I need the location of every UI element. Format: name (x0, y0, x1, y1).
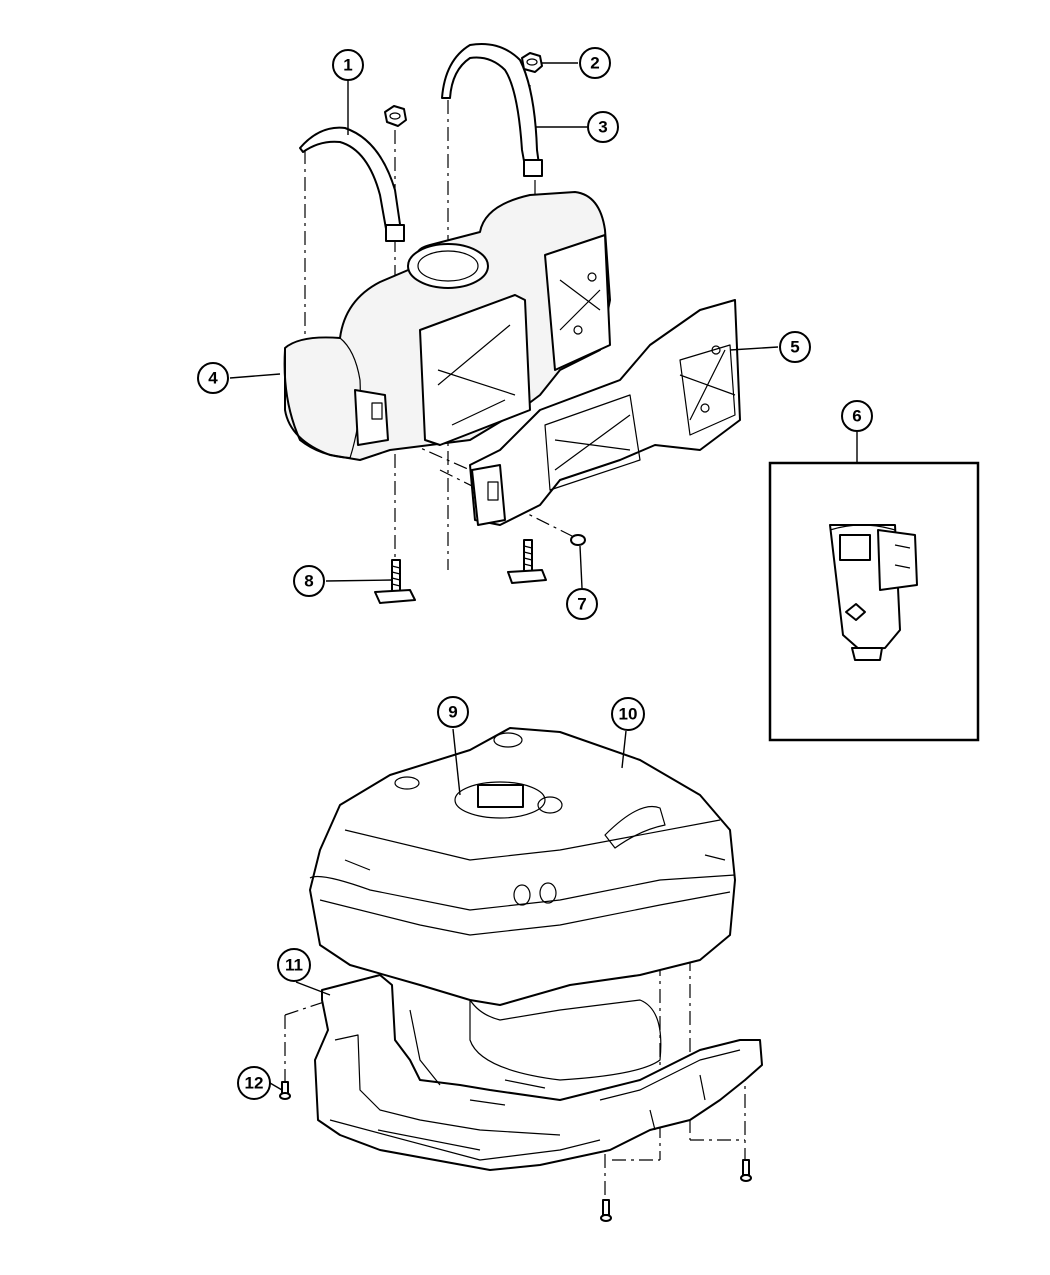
tank-strap-left (299, 126, 405, 242)
skid-plate (314, 974, 763, 1171)
callout-1: 1 (332, 49, 364, 81)
callout-label-6: 6 (852, 407, 861, 426)
fuel-tank-lower (309, 727, 736, 1081)
callout-4: 4 (197, 362, 229, 394)
bolt-left (374, 559, 416, 604)
callout-label-8: 8 (304, 572, 313, 591)
callout-6: 6 (841, 400, 873, 432)
callout-11: 11 (277, 948, 311, 982)
bolt-lower-2 (740, 1159, 752, 1182)
nut-top-left (384, 105, 407, 127)
callout-10: 10 (611, 697, 645, 731)
callout-label-11: 11 (285, 956, 303, 975)
upper-assembly (283, 43, 741, 604)
heat-shield-right (469, 299, 741, 526)
tank-strap-right (441, 43, 543, 177)
callout-label-7: 7 (577, 595, 586, 614)
callout-label-5: 5 (790, 338, 799, 357)
callout-5: 5 (779, 331, 811, 363)
clip (570, 534, 586, 546)
bolt-12 (279, 1081, 291, 1100)
callout-3: 3 (587, 111, 619, 143)
bolt-lower-1 (600, 1199, 612, 1222)
callout-label-1: 1 (343, 56, 352, 75)
heat-shield-middle (419, 234, 611, 446)
callout-label-3: 3 (598, 118, 607, 137)
bolt-middle (507, 539, 547, 584)
callout-2: 2 (579, 47, 611, 79)
lower-assembly (279, 727, 763, 1222)
callout-8: 8 (293, 565, 325, 597)
callout-label-10: 10 (619, 705, 638, 724)
leader-lines (229, 62, 858, 1091)
callout-label-2: 2 (590, 54, 599, 73)
callout-12: 12 (237, 1066, 271, 1100)
callout-7: 7 (566, 588, 598, 620)
nut-top-right (521, 52, 543, 73)
callout-label-9: 9 (448, 703, 457, 722)
inset-panel (768, 461, 980, 742)
fuel-sender-part (829, 524, 918, 661)
callout-9: 9 (437, 696, 469, 728)
callout-label-12: 12 (245, 1074, 264, 1093)
callout-label-4: 4 (208, 369, 218, 388)
